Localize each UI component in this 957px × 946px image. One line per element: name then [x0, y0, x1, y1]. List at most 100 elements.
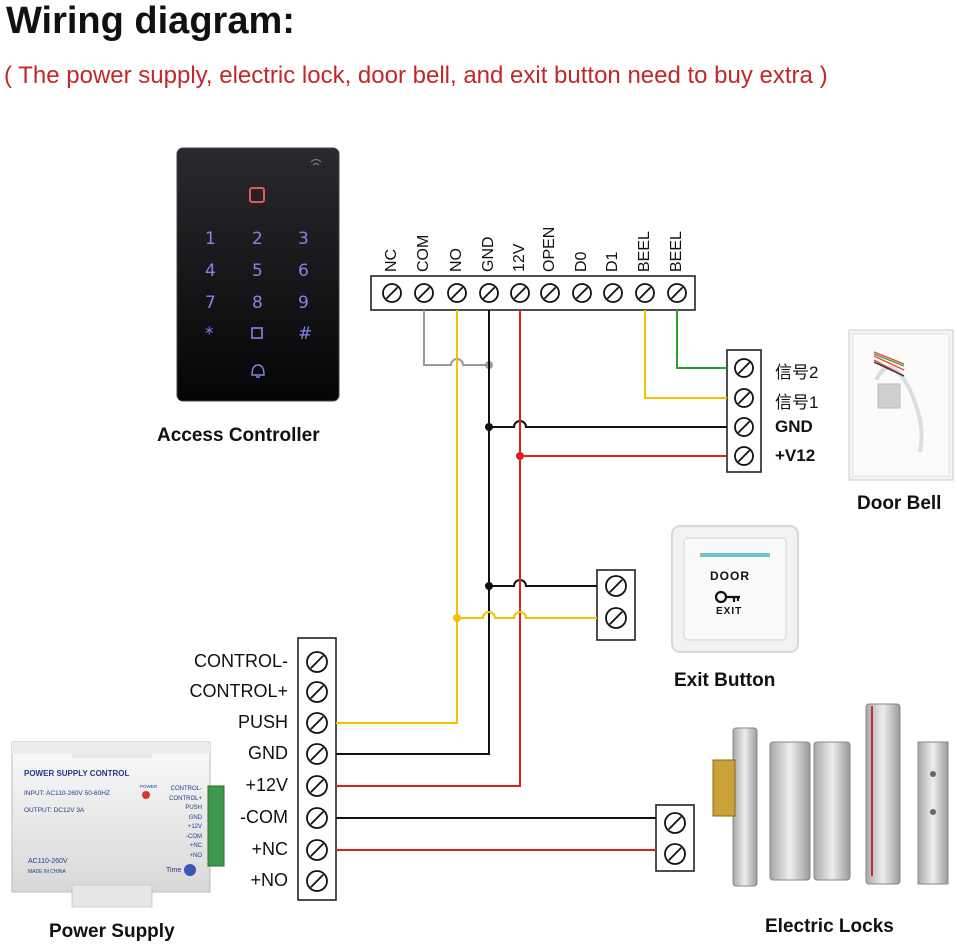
door-bell-caption: Door Bell	[857, 493, 942, 514]
ps-mini-terminal-label: +NC	[189, 843, 202, 849]
gnd-to-exit-wire	[489, 579, 597, 587]
keypad-key: 1	[205, 229, 216, 249]
beel-signal2-wire	[676, 310, 727, 369]
power-supply-caption: Power Supply	[49, 921, 175, 942]
keypad-key: 4	[205, 261, 216, 281]
door-bell-terminal-label: +V12	[775, 446, 816, 465]
power-supply-screw	[306, 839, 328, 861]
junction-dot	[453, 614, 461, 622]
exit-button-device	[671, 525, 799, 653]
beel-signal1-wire	[644, 310, 727, 399]
controller-terminal-label: NC	[383, 248, 400, 272]
ps-mini-terminal-label: GND	[188, 814, 202, 821]
door-bell-terminal-label: 信号1	[775, 393, 819, 412]
power-supply-device	[11, 741, 225, 908]
power-supply-terminal-label: PUSH	[237, 712, 288, 732]
ps-label-ac: AC110-260V	[28, 858, 68, 865]
access-controller-device	[176, 147, 340, 402]
door-bell-terminal-block	[726, 349, 762, 473]
locks-screw	[664, 843, 686, 865]
door-bell-screw	[734, 358, 754, 378]
keypad-key: 9	[298, 293, 309, 313]
ps-label-time: Time	[166, 867, 182, 874]
power-supply-screw	[306, 870, 328, 892]
keypad-key: 8	[252, 293, 263, 313]
keypad-key: 3	[298, 229, 309, 249]
ps-label-input: INPUT: AC110-260V 50-60HZ	[24, 790, 110, 797]
controller-terminal-label: D0	[573, 251, 590, 272]
power-supply-terminal-label: +12V	[245, 775, 288, 795]
power-supply-terminal-block	[297, 637, 337, 901]
door-bell-screw	[734, 388, 754, 408]
power-supply-terminal-label: CONTROL+	[189, 681, 288, 701]
ps-mini-terminal-label: +NO	[189, 852, 202, 859]
power-supply-terminal-label: -COM	[240, 807, 288, 827]
power-supply-screw	[306, 807, 328, 829]
controller-screw	[540, 283, 560, 303]
exit-button-caption: Exit Button	[674, 670, 776, 691]
ps-mini-terminal-label: +12V	[187, 824, 202, 830]
power-supply-screw	[306, 775, 328, 797]
ps-mini-terminal-label: -COM	[186, 833, 202, 840]
locks-terminal-block	[655, 804, 695, 872]
exit-button-screw	[605, 607, 627, 629]
junction-dot	[485, 423, 493, 431]
electric-locks-caption: Electric Locks	[765, 916, 894, 937]
ps-mini-terminal-label: CONTROL+	[169, 795, 202, 802]
wires	[336, 310, 727, 851]
power-supply-screw	[306, 712, 328, 734]
exit-button-face-top: DOOR	[710, 569, 750, 583]
door-bell-device	[848, 329, 954, 481]
controller-terminal-label: GND	[480, 236, 497, 272]
power-supply-terminal-label: +NO	[250, 870, 288, 890]
keypad-key: 2	[252, 229, 263, 249]
power-supply-screw	[306, 681, 328, 703]
controller-terminal-block	[370, 275, 696, 311]
ps-label-output: OUTPUT: DC12V 3A	[24, 807, 85, 814]
v12-wire	[336, 310, 521, 787]
controller-screw	[510, 283, 530, 303]
gnd-wire	[336, 310, 490, 755]
ps-label-power: POWER	[140, 784, 158, 789]
controller-terminal-label: NO	[448, 248, 465, 272]
locks-screw	[664, 812, 686, 834]
gnd-to-bell-wire	[489, 420, 727, 428]
controller-screw	[572, 283, 592, 303]
exit-button-screw	[605, 575, 627, 597]
keypad-key: 5	[252, 261, 263, 281]
controller-terminal-label: OPEN	[541, 226, 558, 272]
door-bell-terminal-label: 信号2	[775, 363, 819, 382]
exit-button-face-bottom: EXIT	[716, 606, 743, 617]
power-supply-terminal-label: GND	[248, 743, 288, 763]
ps-label-title: POWER SUPPLY CONTROL	[24, 769, 130, 778]
controller-terminal-label: BEEL	[668, 231, 685, 272]
controller-screw	[667, 283, 687, 303]
access-controller-caption: Access Controller	[157, 425, 320, 446]
power-supply-screw	[306, 743, 328, 765]
electric-locks-device	[712, 703, 949, 887]
door-bell-screw	[734, 446, 754, 466]
junction-dot	[516, 452, 524, 460]
controller-terminal-label: COM	[415, 234, 432, 272]
page-title: Wiring diagram:	[6, 0, 295, 42]
controller-screw	[479, 283, 499, 303]
junction-dot	[485, 582, 493, 590]
keypad-key: #	[298, 324, 313, 344]
power-supply-terminal-label: +NC	[251, 839, 288, 859]
keypad-key: 6	[298, 261, 309, 281]
exit-to-no-wire	[457, 611, 597, 619]
controller-screw	[447, 283, 467, 303]
power-supply-screw	[306, 651, 328, 673]
controller-screw	[382, 283, 402, 303]
keypad-key: *	[205, 324, 214, 344]
ps-mini-terminal-label: CONTROL-	[170, 786, 202, 792]
no-push-wire	[336, 310, 458, 724]
controller-screw	[635, 283, 655, 303]
controller-terminal-label: BEEL	[636, 231, 653, 272]
controller-terminal-label: 12V	[511, 243, 528, 272]
power-supply-terminal-label: CONTROL-	[194, 651, 288, 671]
exit-button-terminal-block	[596, 569, 636, 641]
controller-terminal-label: D1	[604, 251, 621, 272]
page-subtitle: ( The power supply, electric lock, door …	[4, 62, 828, 89]
